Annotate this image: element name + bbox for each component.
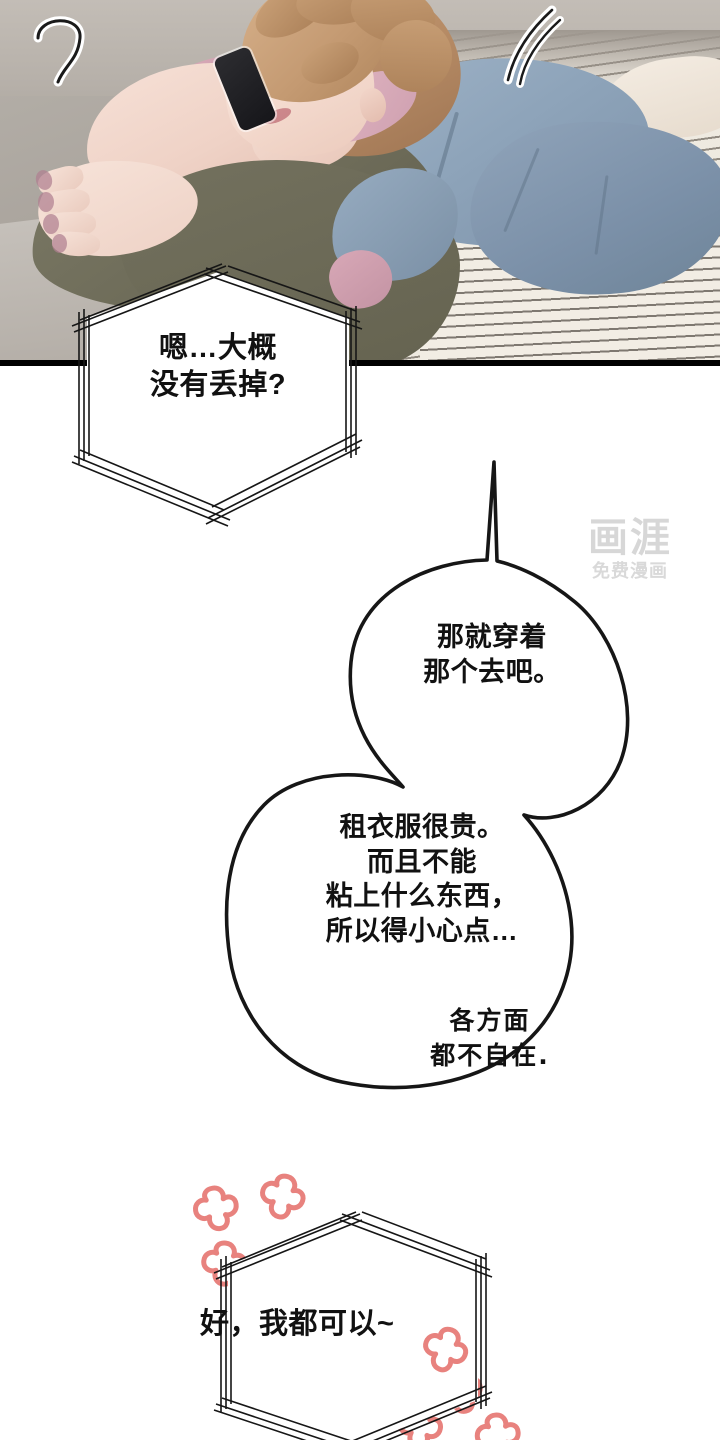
flower-icon [257,1171,308,1222]
bubble-text-round-bottom: 租衣服很贵。 而且不能 粘上什么东西， 所以得小心点… [325,812,519,946]
motion-swoosh-left-icon [20,4,110,94]
panel-bottom-border [0,360,720,366]
fingernail [38,192,54,212]
flower-icon [193,1185,239,1231]
bubble-text-round-top: 那就穿着 那个去吧。 [423,622,561,687]
watermark-sub-text: 免费漫画 [592,561,668,581]
fingernail [52,234,67,253]
motion-swoosh-right-icon [480,4,570,94]
flower-icon [476,1413,520,1440]
fingernail [43,214,59,234]
bubble-text-hex-1: 嗯…大概 没有丢掉? [149,332,287,402]
flower-icon [396,1403,443,1440]
caption-outside-bubble: 各方面 都不自在. [430,1006,550,1070]
comic-panel-phone-call [0,0,720,366]
watermark-main-text: 画涯 [588,516,672,560]
round-gourd-bubble-shape [224,460,630,1090]
bubble-text-hex-2: 好，我都可以~ [200,1308,395,1340]
flower-icon [202,1241,247,1286]
watermark: 画涯 免费漫画 [560,518,700,580]
flower-icon [436,1367,485,1416]
